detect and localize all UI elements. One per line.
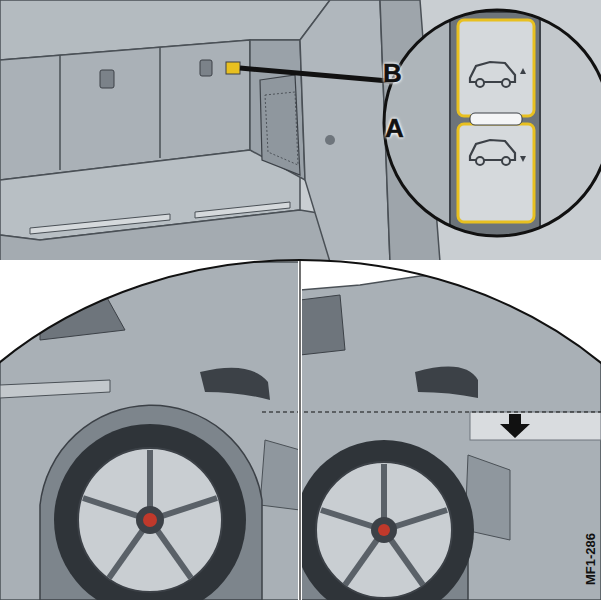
leader-line xyxy=(240,68,400,82)
luggage-compartment xyxy=(0,0,601,262)
callout-letter: B xyxy=(383,60,402,86)
rear-side-views xyxy=(0,250,601,600)
callout-letter: A xyxy=(385,115,404,141)
figure-code: MF1-286 xyxy=(584,533,597,585)
detail-outline xyxy=(0,260,601,600)
switch-inset xyxy=(384,10,601,236)
